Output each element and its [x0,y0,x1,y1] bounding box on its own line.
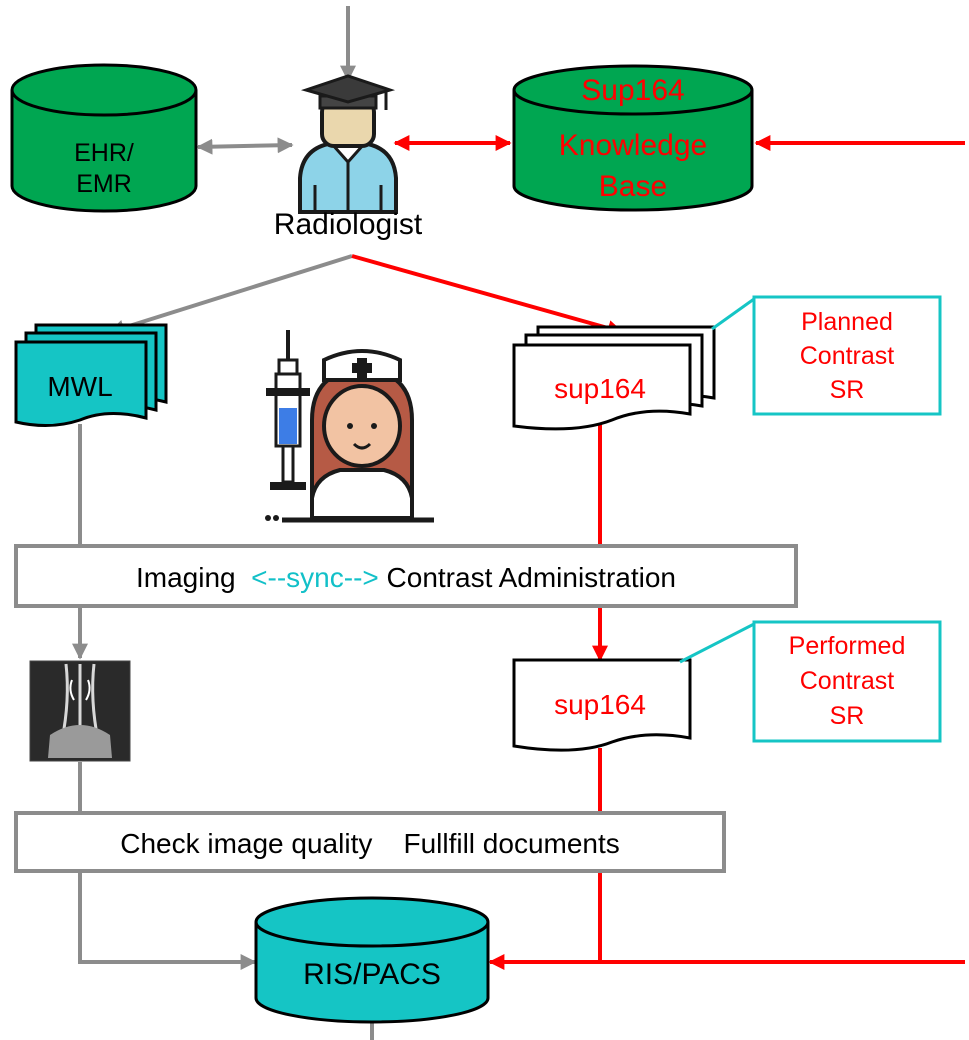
ris-pacs-label: RIS/PACS [303,958,441,991]
database-icon [254,896,490,1024]
radiologist-to-sup164-arrow [351,254,624,336]
quality-check-box: Check image quality Fullfill documents [14,811,726,873]
check-image-quality-label: Check image quality [120,828,372,859]
multi-document-icon [512,325,716,431]
fullfill-documents-label: Fullfill documents [403,828,619,859]
sync-label: <--sync--> [251,562,379,593]
radiologist-label: Radiologist [274,208,423,241]
ris-pacs-database[interactable]: RIS/PACS [254,896,490,1024]
radiologist-node[interactable]: Radiologist [274,74,423,241]
performed-contrast-sr-callout: Performed Contrast SR [679,620,942,743]
radiologist-to-mwl-arrow [108,254,353,336]
database-icon [10,63,198,213]
sup164-planned-label: sup164 [554,373,646,404]
graduate-doctor-icon [298,74,398,214]
imaging-sync-text: Imaging <--sync--> Contrast Administrati… [136,562,676,593]
multi-document-icon [14,323,168,428]
planned-contrast-sr-callout: Planned Contrast SR [711,295,942,416]
sup164-planned-documents[interactable]: sup164 [512,325,716,431]
sup164-performed-document[interactable]: sup164 [512,658,692,752]
ehr-label-line2: EMR [76,170,132,198]
performed-callout-line3: SR [830,702,865,730]
performed-callout-line1: Performed [789,632,906,660]
contrast-administration-label: Contrast Administration [387,562,676,593]
planned-callout-line3: SR [830,376,865,404]
mwl-label: MWL [47,371,112,402]
imaging-sync-box: Imaging <--sync--> Contrast Administrati… [14,544,798,608]
ehr-radiologist-arrow [196,137,294,155]
planned-callout-line2: Contrast [800,342,895,370]
performed-callout-line2: Contrast [800,667,895,695]
angiography-image-icon [29,660,131,762]
mwl-documents[interactable]: MWL [14,323,168,428]
database-icon [512,64,754,212]
ehr-label-line1: EHR/ [74,139,134,167]
sup164-performed-label: sup164 [554,689,646,720]
document-icon [512,658,692,752]
kb-label-line3: Base [599,170,667,203]
imaging-label: Imaging [136,562,236,593]
connectors [72,6,965,1040]
planned-callout-line1: Planned [801,308,893,336]
quality-box-text: Check image quality Fullfill documents [120,828,620,859]
ehr-database[interactable]: EHR/ EMR [10,63,198,213]
knowledge-base-database[interactable]: Sup164 Knowledge Base [512,64,754,212]
nurse-with-syringe-icon [265,330,434,523]
kb-label-line2: Knowledge [559,129,707,162]
kb-label-line1: Sup164 [581,74,684,107]
